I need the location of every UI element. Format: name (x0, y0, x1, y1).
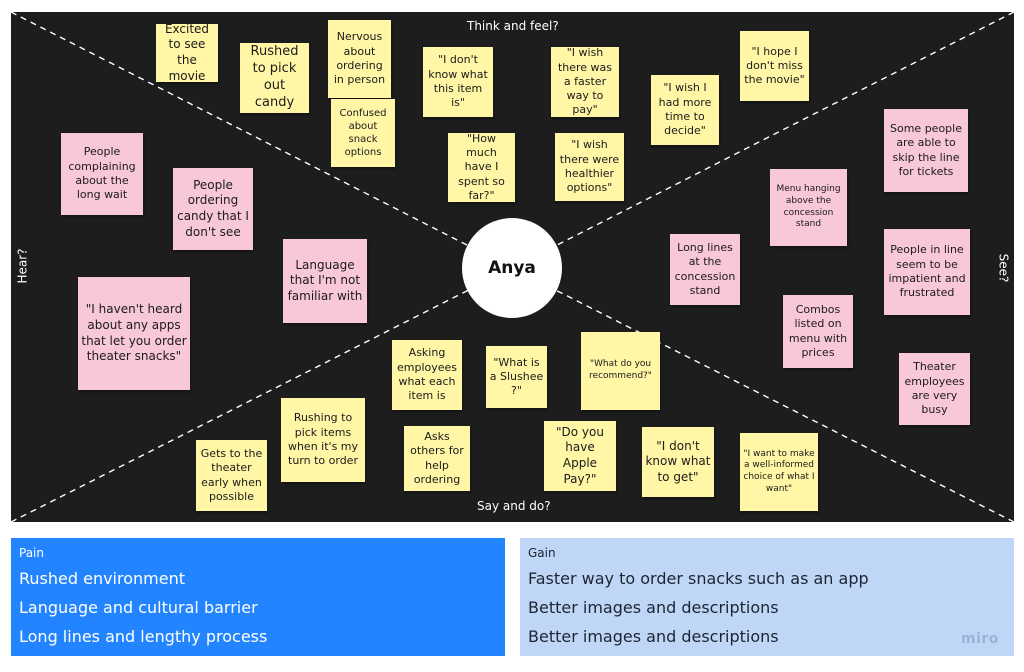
note-gets-to-theater-early[interactable]: Gets to the theater early when possible (196, 440, 267, 511)
pain-item: Long lines and lengthy process (19, 627, 268, 646)
note-language-not-familiar[interactable]: Language that I'm not familiar with (283, 239, 367, 323)
note-dont-know-what-to-get[interactable]: "I don't know what to get" (642, 427, 714, 497)
note-theater-employees-busy[interactable]: Theater employees are very busy (899, 353, 970, 425)
note-people-ordering-candy[interactable]: People ordering candy that I don't see (173, 168, 253, 250)
note-combos-listed[interactable]: Combos listed on menu with prices (783, 295, 853, 368)
divider-line-bottom-right (511, 267, 1014, 522)
note-how-much-spent[interactable]: "How much have I spent so far?" (448, 132, 515, 202)
note-faster-way-to-pay[interactable]: "I wish there was a faster way to pay" (551, 46, 619, 117)
note-more-time-to-decide[interactable]: "I wish I had more time to decide" (651, 75, 719, 145)
note-people-complaining[interactable]: People complaining about the long wait (61, 133, 143, 215)
gain-title: Gain (528, 546, 556, 560)
note-asking-employees[interactable]: Asking employees what each item is (392, 340, 462, 410)
note-well-informed-choice[interactable]: "I want to make a well-informed choice o… (740, 433, 818, 511)
note-confused-snack-options[interactable]: Confused about snack options (331, 99, 395, 167)
divider-line-top-right (511, 12, 1014, 269)
note-hope-dont-miss-movie[interactable]: "I hope I don't miss the movie" (740, 31, 809, 101)
quadrant-divider-lines (11, 12, 1014, 522)
note-people-impatient[interactable]: People in line seem to be impatient and … (884, 229, 970, 315)
note-what-is-slushee[interactable]: "What is a Slushee ?" (486, 346, 547, 408)
note-nervous-about-ordering[interactable]: Nervous about ordering in person (328, 20, 391, 98)
label-think-and-feel: Think and feel? (467, 19, 559, 33)
note-what-do-you-recommend[interactable]: "What do you recommend?" (581, 332, 660, 410)
persona-name: Anya (488, 258, 536, 278)
gain-item: Better images and descriptions (528, 598, 779, 617)
miro-logo: miro (961, 631, 999, 647)
gain-panel: Gain Faster way to order snacks such as … (520, 538, 1014, 656)
note-excited-to-see-movie[interactable]: Excited to see the movie (156, 22, 218, 83)
label-hear: Hear? (15, 248, 30, 284)
note-asks-others-help[interactable]: Asks others for help ordering (404, 426, 470, 491)
gain-item: Faster way to order snacks such as an ap… (528, 569, 869, 588)
pain-title: Pain (19, 546, 44, 560)
note-havent-heard-apps[interactable]: "I haven't heard about any apps that let… (78, 277, 190, 390)
pain-item: Rushed environment (19, 569, 185, 588)
note-some-people-skip-line[interactable]: Some people are able to skip the line fo… (884, 109, 968, 192)
label-see: See? (996, 253, 1011, 283)
empathy-map-board: Think and feel? Say and do? Hear? See? E… (11, 12, 1014, 522)
label-say-and-do: Say and do? (477, 499, 551, 513)
gain-item: Better images and descriptions (528, 627, 779, 646)
note-menu-hanging[interactable]: Menu hanging above the concession stand (770, 169, 847, 246)
note-healthier-options[interactable]: "I wish there were healthier options" (555, 133, 624, 201)
note-dont-know-item[interactable]: "I don't know what this item is" (423, 47, 493, 117)
note-do-you-have-apple-pay[interactable]: "Do you have Apple Pay?" (544, 421, 616, 491)
pain-panel: Pain Rushed environment Language and cul… (11, 538, 505, 656)
persona-circle[interactable]: Anya (462, 218, 562, 318)
divider-line-bottom-left (11, 267, 513, 522)
divider-line-top-left (11, 12, 513, 269)
note-rushing-to-pick-items[interactable]: Rushing to pick items when it's my turn … (281, 398, 365, 482)
note-rushed-to-pick-out-candy[interactable]: Rushed to pick out candy (240, 43, 309, 113)
pain-item: Language and cultural barrier (19, 598, 258, 617)
note-long-lines-concession[interactable]: Long lines at the concession stand (670, 234, 740, 305)
